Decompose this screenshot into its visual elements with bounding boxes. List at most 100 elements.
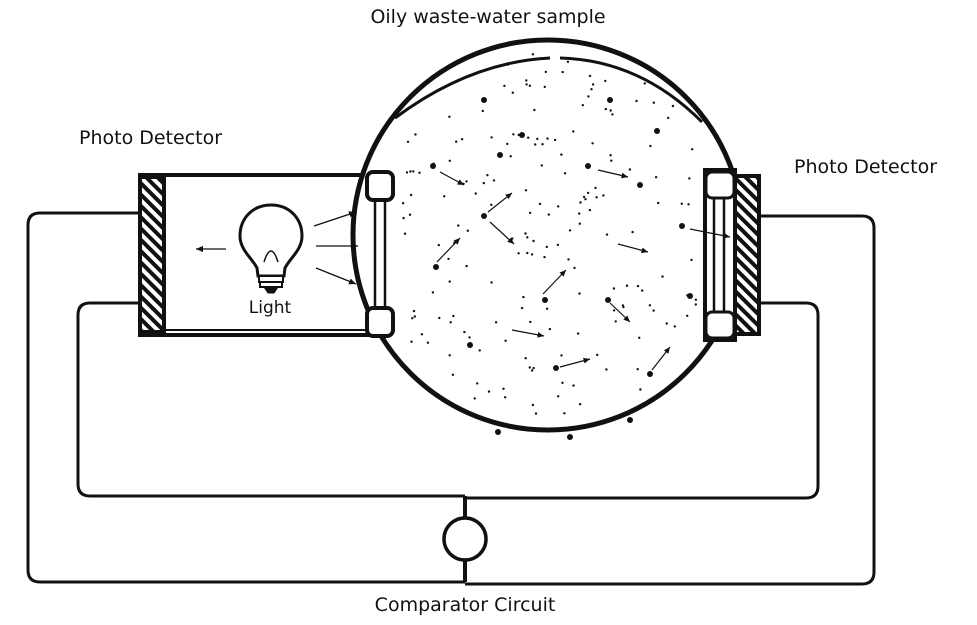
oil-particle-small <box>680 202 683 205</box>
oil-particle-small <box>517 252 520 255</box>
oil-particle <box>481 213 487 219</box>
oil-particle-small <box>687 203 690 206</box>
oil-particle-small <box>504 396 507 399</box>
oil-particle-small <box>560 354 563 357</box>
oil-particle-small <box>652 309 655 312</box>
oil-particle-small <box>534 143 537 146</box>
oil-particle-small <box>412 170 415 173</box>
oil-particle-small <box>504 339 507 342</box>
oil-particles <box>401 53 698 440</box>
oil-particle-small <box>635 99 638 103</box>
photo-detector-right <box>733 174 761 336</box>
oil-particle-small <box>639 388 642 391</box>
oil-particle-small <box>490 136 493 139</box>
light-rays <box>196 211 358 285</box>
photo-detector-right-label: Photo Detector <box>794 156 938 178</box>
oil-particle-small <box>694 303 697 306</box>
oil-particle-small <box>528 84 532 88</box>
oil-particle-small <box>517 133 520 137</box>
sample-vessel <box>350 37 746 433</box>
oil-particle-small <box>506 142 509 146</box>
oil-particle <box>627 417 633 423</box>
oil-particle-small <box>547 213 550 216</box>
oil-particle <box>542 297 548 303</box>
oil-particle-small <box>490 281 493 284</box>
oil-particle-small <box>403 232 407 235</box>
inner-circuit-wire <box>76 301 820 500</box>
oil-particle-small <box>536 137 539 141</box>
oil-particle-small <box>525 79 528 82</box>
oil-particle-small <box>605 233 609 236</box>
oil-particle-small <box>466 229 469 232</box>
oil-particle-small <box>448 159 451 162</box>
oil-particle-small <box>448 115 451 119</box>
oil-particle-small <box>628 168 632 171</box>
oil-particle-small <box>673 325 676 328</box>
oil-particle-small <box>561 70 564 74</box>
oil-particle-small <box>578 212 581 215</box>
oil-particle-small <box>405 171 409 174</box>
oil-particle-small <box>686 294 689 297</box>
oil-particle-small <box>612 287 616 290</box>
oil-particle-small <box>588 74 592 78</box>
oil-particle-small <box>451 373 455 376</box>
oil-particle-small <box>591 142 594 145</box>
oil-particle-small <box>524 189 528 192</box>
oil-particle-small <box>412 309 416 313</box>
oil-particle-small <box>457 224 460 227</box>
oil-particle-small <box>481 109 484 113</box>
oil-particle-small <box>641 289 644 292</box>
oil-particle-small <box>502 387 505 390</box>
oil-particle-small <box>443 195 446 198</box>
oil-particle-small <box>409 170 412 173</box>
oil-particle-small <box>602 194 605 197</box>
oil-particle-small <box>509 155 512 158</box>
oil-particle-small <box>671 104 675 108</box>
oil-particle-small <box>561 381 564 384</box>
photo-detector-left <box>138 175 166 334</box>
oil-particle-small <box>438 316 441 320</box>
oil-particle <box>519 132 525 138</box>
oil-particle-small <box>474 192 477 195</box>
oil-particle-small <box>625 284 629 287</box>
oil-particle-small <box>413 315 416 318</box>
oil-particle-small <box>689 296 692 299</box>
oil-particle-small <box>408 213 412 216</box>
oil-particle-small <box>401 202 405 205</box>
oil-particle-small <box>532 239 535 243</box>
oil-particle-small <box>411 317 414 320</box>
oil-particle-small <box>572 130 575 133</box>
oil-particle-small <box>648 304 652 307</box>
photo-detector-left-label: Photo Detector <box>79 127 223 149</box>
oil-particle-small <box>556 243 560 247</box>
oil-particle-small <box>568 229 572 232</box>
oil-particle-small <box>526 251 529 255</box>
oil-particle-small <box>572 384 575 387</box>
oil-particle-small <box>690 258 693 262</box>
oil-particle-small <box>578 222 581 225</box>
oil-particle-small <box>465 264 468 268</box>
oil-particle-small <box>638 336 641 339</box>
oil-particle-small <box>511 91 514 94</box>
oil-particle-small <box>529 320 532 324</box>
oil-particle-small <box>426 341 430 344</box>
oil-particle-small <box>686 314 689 317</box>
oil-particle-small <box>557 205 560 208</box>
oil-particle-small <box>649 144 652 148</box>
sample-window-right <box>703 168 737 342</box>
oil-particle-small <box>522 295 525 299</box>
oil-particle-small <box>524 232 527 235</box>
oil-particle <box>553 365 559 371</box>
comparator-label: Comparator Circuit <box>374 594 556 616</box>
oil-particle-small <box>591 83 595 86</box>
oil-particle-small <box>563 172 567 175</box>
oil-particle-small <box>587 95 590 98</box>
oil-particle-small <box>506 63 510 66</box>
oil-particle <box>679 223 685 229</box>
oil-particle-small <box>406 140 410 143</box>
oil-particle <box>433 264 439 270</box>
oil-particle-small <box>418 171 421 174</box>
oil-particle-small <box>473 397 476 400</box>
oil-particle-small <box>460 138 464 141</box>
oil-particle-small <box>465 180 468 183</box>
